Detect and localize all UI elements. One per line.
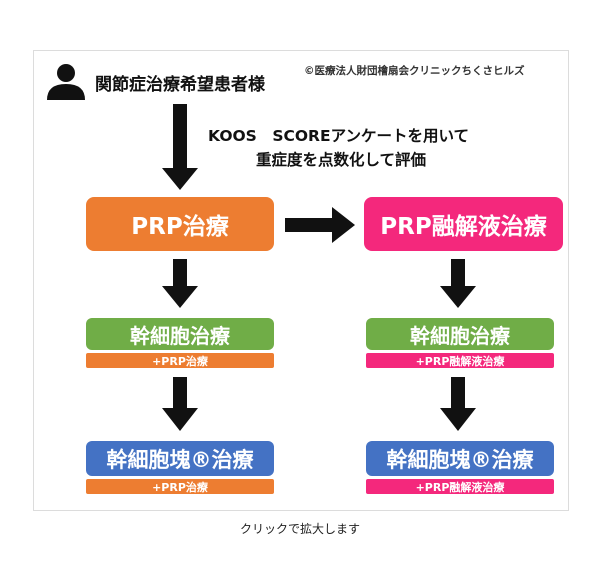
spheroid-treatment-box-right: 幹細胞塊®治療 (366, 441, 554, 476)
koos-line-1: KOOS SCOREアンケートを用いて (208, 127, 469, 145)
patient-label: 関節症治療希望患者様 (95, 75, 265, 95)
spheroid-treatment-box-left: 幹細胞塊®治療 (86, 441, 274, 476)
prp-lysate-treatment-box: PRP融解液治療 (364, 197, 563, 251)
koos-line-2: 重症度を点数化して評価 (256, 151, 427, 169)
click-to-enlarge-caption[interactable]: クリックで拡大します (239, 522, 360, 536)
stem-cell-prp-sub-left: +PRP治療 (86, 353, 274, 368)
spheroid-lysate-sub-right: +PRP融解液治療 (366, 479, 554, 494)
spheroid-prp-sub-left: +PRP治療 (86, 479, 274, 494)
prp-treatment-box: PRP治療 (86, 197, 274, 251)
diagram-card[interactable] (33, 50, 569, 511)
stem-cell-treatment-box-right: 幹細胞治療 (366, 318, 554, 350)
stem-cell-lysate-sub-right: +PRP融解液治療 (366, 353, 554, 368)
copyright-text: ©医療法人財団檜扇会クリニックちくさヒルズ (304, 65, 525, 77)
stem-cell-treatment-box-left: 幹細胞治療 (86, 318, 274, 350)
koos-description: KOOS SCOREアンケートを用いて 重症度を点数化して評価 (208, 124, 469, 172)
